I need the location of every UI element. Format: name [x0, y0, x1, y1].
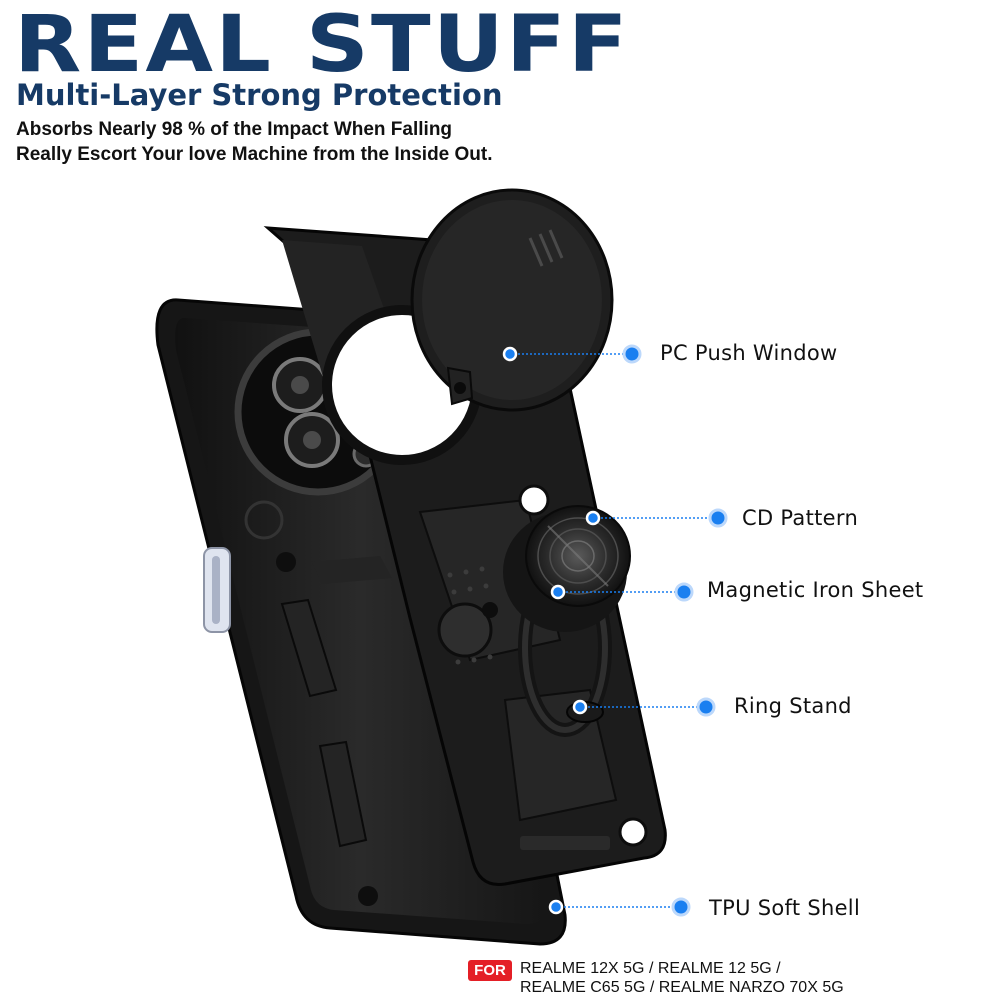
pc-push-window — [410, 188, 614, 412]
callout-ring-stand: Ring Stand — [734, 694, 852, 718]
compatible-models-line-2: REALME C65 5G / REALME NARZO 70X 5G — [520, 979, 844, 996]
compatible-models-line-1: REALME 12X 5G / REALME 12 5G / — [520, 960, 781, 977]
cd-pattern-disc — [503, 505, 631, 632]
subtitle: Multi-Layer Strong Protection — [16, 78, 503, 112]
tagline-impact: Absorbs Nearly 98 % of the Impact When F… — [16, 119, 453, 140]
for-badge: FOR — [468, 960, 512, 981]
brand-title: REAL STUFF — [14, 0, 630, 90]
callout-leaders — [502, 344, 728, 917]
callout-magnetic-iron-sheet: Magnetic Iron Sheet — [707, 578, 924, 602]
tagline-escort: Really Escort Your love Machine from the… — [16, 144, 493, 165]
callout-cd-pattern: CD Pattern — [742, 506, 859, 530]
callout-tpu-soft-shell: TPU Soft Shell — [709, 896, 861, 920]
callout-pc-push-window: PC Push Window — [660, 341, 838, 365]
